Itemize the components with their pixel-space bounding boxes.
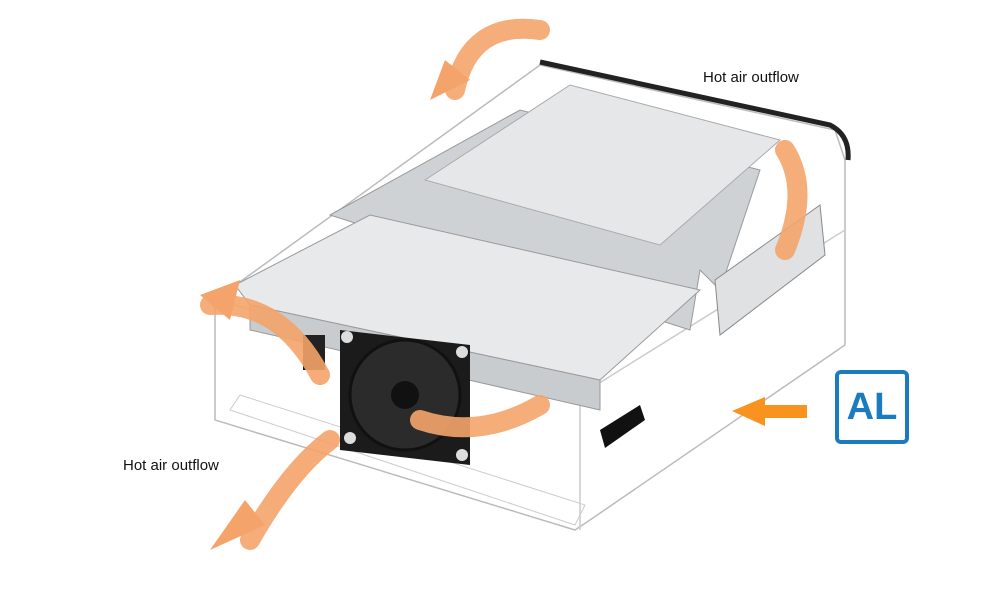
hot-air-outflow-label-bottom: Hot air outflow	[123, 457, 219, 474]
hot-air-outflow-label-top: Hot air outflow	[703, 69, 799, 86]
upper-drive-tray	[423, 84, 782, 246]
al-badge: AL	[835, 370, 909, 444]
enclosure-back-edge	[539, 59, 851, 161]
enclosure-base	[229, 394, 586, 526]
enclosure-outline	[214, 64, 846, 531]
arrow-left-icon	[732, 397, 807, 426]
airflow-center	[410, 395, 550, 438]
rear-switch	[600, 405, 645, 448]
airflow-right	[775, 140, 808, 260]
airflow-arrowheads	[200, 60, 470, 550]
fan-icon	[340, 330, 470, 465]
